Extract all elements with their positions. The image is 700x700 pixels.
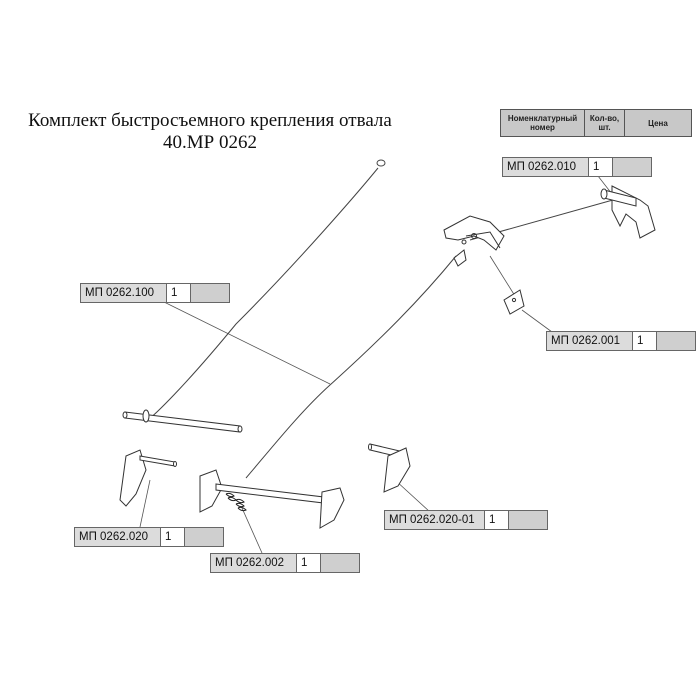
part-qty: 1 [485, 511, 509, 529]
part-qty: 1 [297, 554, 321, 572]
part-price [185, 528, 223, 546]
part-label-001: МП 0262.001 1 [546, 331, 696, 351]
title-line-1: Комплект быстросъемного крепления отвала [28, 110, 392, 131]
bracket-assembly-010 [443, 185, 656, 251]
part-price [191, 284, 229, 302]
part-code: МП 0262.001 [547, 332, 633, 350]
part-label-020: МП 0262.020 1 [74, 527, 224, 547]
part-price [321, 554, 359, 572]
part-qty: 1 [633, 332, 657, 350]
header-nomenclature: Номенклатурный номер [501, 110, 585, 136]
part-price [657, 332, 695, 350]
leader-lines [139, 175, 613, 554]
header-quantity: Кол-во, шт. [585, 110, 625, 136]
part-qty: 1 [167, 284, 191, 302]
part-label-010: МП 0262.010 1 [502, 157, 652, 177]
title-line-2: 40.МР 0262 [163, 132, 257, 153]
part-qty: 1 [161, 528, 185, 546]
part-label-100: МП 0262.100 1 [80, 283, 230, 303]
part-code: МП 0262.010 [503, 158, 589, 176]
part-label-002: МП 0262.002 1 [210, 553, 360, 573]
plate-001 [453, 249, 525, 315]
part-qty: 1 [589, 158, 613, 176]
header-price: Цена [648, 118, 668, 128]
part-label-020-01: МП 0262.020-01 1 [384, 510, 548, 530]
part-code: МП 0262.002 [211, 554, 297, 572]
part-price [613, 158, 651, 176]
frame-020-01 [368, 443, 411, 493]
table-header: Номенклатурный номер Кол-во, шт. Цена [500, 109, 692, 137]
part-code: МП 0262.020 [75, 528, 161, 546]
cable-assembly [147, 159, 621, 479]
part-code: МП 0262.020-01 [385, 511, 485, 529]
upper-rod [122, 409, 243, 433]
part-code: МП 0262.100 [81, 284, 167, 302]
part-price [509, 511, 547, 529]
spring-002 [225, 492, 247, 512]
frame-020 [119, 449, 345, 529]
